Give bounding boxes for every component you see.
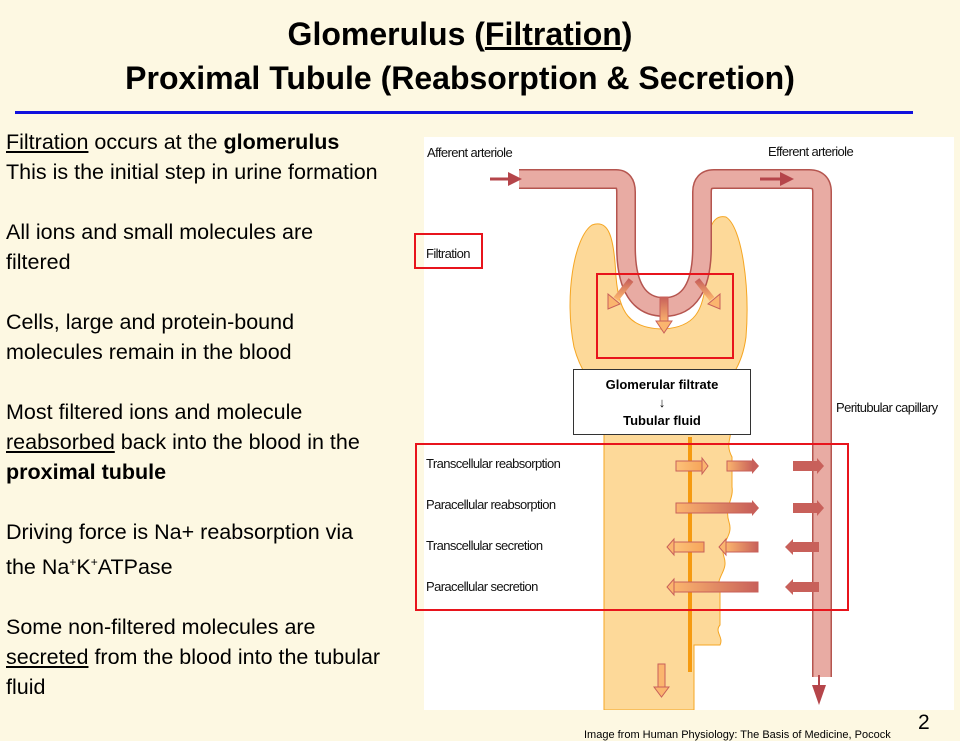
text: back into the blood in the <box>114 430 360 454</box>
text: from the blood into the tubular fluid <box>6 645 381 700</box>
title-divider <box>15 111 913 114</box>
paragraph-driving-force: Driving force is Na+ reabsorption via th… <box>6 517 376 582</box>
slide-title-line-2: Proximal Tubule (Reabsorption & Secretio… <box>125 60 795 96</box>
superscript: + <box>69 555 77 569</box>
underlined-term: reabsorbed <box>6 430 115 454</box>
paracellular-secretion-arrows <box>666 577 819 597</box>
text: K <box>76 555 91 580</box>
text: occurs at the <box>88 130 224 154</box>
transcellular-secretion-arrows <box>666 537 819 557</box>
label-afferent-arteriole: Afferent arteriole <box>427 145 513 160</box>
superscript: + <box>90 555 98 569</box>
transport-highlight-box <box>415 443 849 611</box>
title-underlined-filtration: Filtration <box>484 16 622 52</box>
tubular-outflow-arrow <box>653 663 670 698</box>
image-citation: Image from Human Physiology: The Basis o… <box>584 729 891 741</box>
page-number: 2 <box>918 711 930 734</box>
label-paracellular-reabsorption: Paracellular reabsorption <box>426 497 556 512</box>
paragraph-secretion: Some non-filtered molecules are secreted… <box>6 612 406 702</box>
label-transcellular-secretion: Transcellular secretion <box>426 538 543 553</box>
title-text: Glomerulus ( <box>287 16 485 52</box>
paracellular-reabsorption-arrows <box>675 500 824 516</box>
transcellular-reabsorption-arrows <box>675 456 824 476</box>
paragraph-cells: Cells, large and protein-bound molecules… <box>6 310 295 364</box>
text: Driving force is Na+ reabsorption via th… <box>6 520 354 580</box>
text: This is the initial step in urine format… <box>6 160 378 184</box>
filtration-label-box <box>414 233 483 269</box>
underlined-term: secreted <box>6 645 89 670</box>
filtration-arrows <box>607 278 721 334</box>
filtrate-label-box: Glomerular filtrate ↓ Tubular fluid <box>573 369 751 435</box>
paragraph-filtration: Filtration occurs at the glomerulus This… <box>6 127 406 187</box>
diagram-graphic <box>490 169 832 710</box>
paragraph-reabsorption: Most filtered ions and molecule reabsorb… <box>6 397 406 487</box>
label-paracellular-secretion: Paracellular secretion <box>426 579 538 594</box>
slide-title-line-1: Glomerulus (Filtration) <box>0 14 940 54</box>
nephron-diagram: Afferent arteriole Efferent arteriole Pe… <box>414 137 954 710</box>
afferent-flow-arrow <box>490 172 522 186</box>
label-transcellular-reabsorption: Transcellular reabsorption <box>426 456 561 471</box>
text: Most filtered ions and molecule <box>6 400 303 424</box>
efferent-flow-arrow <box>760 172 794 186</box>
filtration-highlight-box <box>596 273 734 359</box>
bold-term: glomerulus <box>223 130 340 154</box>
label-peritubular-capillary: Peritubular capillary <box>836 400 938 415</box>
down-arrow-icon: ↓ <box>658 395 666 410</box>
underlined-term: Filtration <box>6 130 89 154</box>
label-filtration: Filtration <box>426 246 470 261</box>
label-efferent-arteriole: Efferent arteriole <box>768 144 854 159</box>
bold-term: proximal tubule <box>6 460 167 484</box>
filtrate-text: Glomerular filtrate <box>605 377 719 392</box>
title-text-suffix: ) <box>621 16 633 52</box>
paragraph-ions: All ions and small molecules are filtere… <box>6 220 314 274</box>
slide-body-text: Filtration occurs at the glomerulus This… <box>6 127 406 732</box>
text: Some non-filtered molecules are <box>6 615 316 640</box>
tubular-fluid-text: Tubular fluid <box>623 413 701 428</box>
capillary-outflow-arrow <box>812 675 826 705</box>
text: ATPase <box>97 555 173 580</box>
